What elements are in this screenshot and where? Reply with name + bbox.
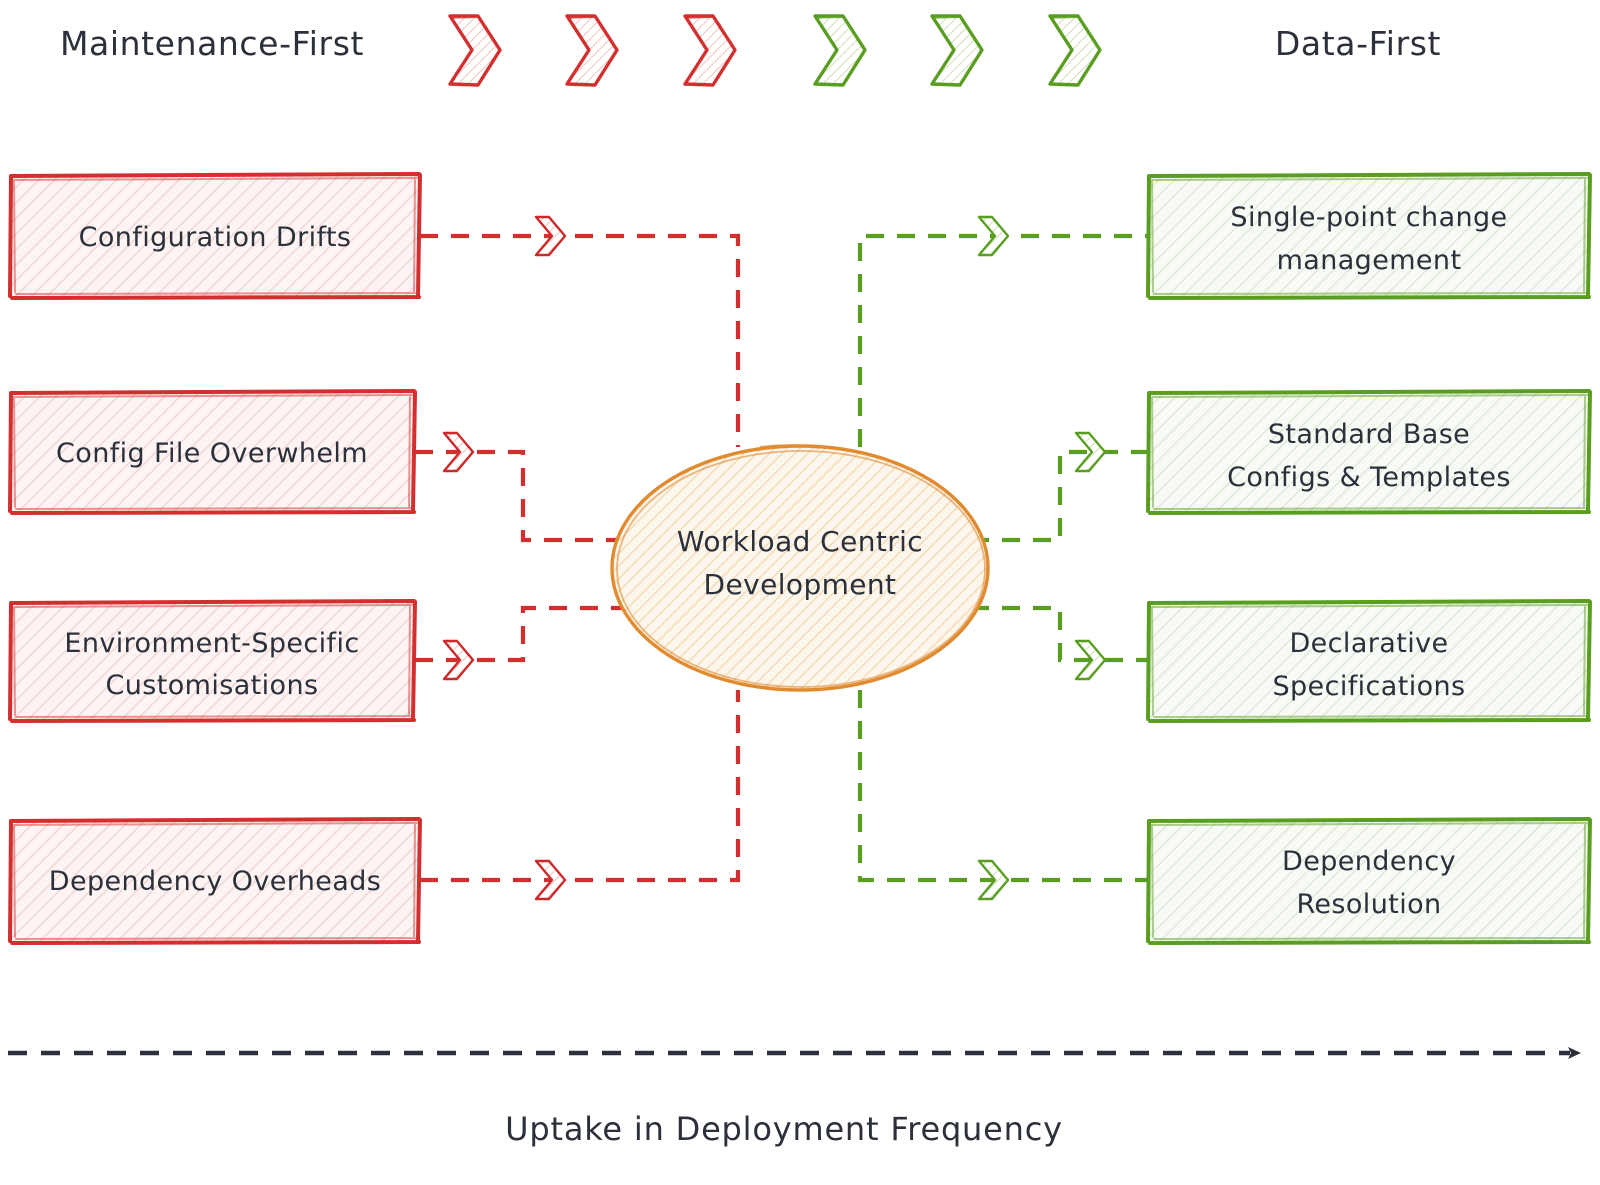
chevron-row: [448, 14, 1102, 87]
problem-box-dependency-overheads[interactable]: Dependency Overheads: [8, 817, 422, 945]
arrowhead-standard-base-configs-templates: [1074, 431, 1107, 473]
solution-box-standard-base-configs-templates[interactable]: Standard Base Configs & Templates: [1146, 389, 1592, 515]
connector-single-point-change-management: [857, 233, 1148, 447]
connector-configuration-drifts: [420, 233, 741, 447]
solution-label-3b: Specifications: [1272, 671, 1465, 702]
arrowhead-config-file-overwhelm: [442, 431, 475, 473]
connector-config-file-overwhelm: [415, 449, 660, 543]
solution-label-2a: Standard Base: [1268, 419, 1470, 450]
solution-label-2b: Configs & Templates: [1227, 462, 1511, 493]
solution-label-3a: Declarative: [1289, 628, 1448, 659]
arrowhead-dependency-overheads: [534, 859, 567, 901]
solution-label-1b: management: [1277, 245, 1462, 276]
green-connector-arrowheads: [977, 215, 1107, 901]
arrowhead-single-point-change-management: [977, 215, 1010, 257]
axis-caption: Uptake in Deployment Frequency: [505, 1110, 1063, 1148]
solution-box-declarative-specifications[interactable]: Declarative Specifications: [1146, 599, 1592, 723]
problem-label-2: Config File Overwhelm: [56, 438, 368, 469]
chevron-4: [813, 14, 867, 87]
chevron-2: [565, 14, 619, 87]
arrowhead-environment-specific-customisations: [442, 639, 475, 681]
center-label-line2: Development: [704, 568, 897, 601]
center-label-line1: Workload Centric: [677, 525, 923, 558]
connector-dependency-resolution: [857, 690, 1148, 883]
problem-label-1: Configuration Drifts: [79, 222, 352, 253]
chevron-6: [1048, 14, 1102, 87]
uptake-axis: Uptake in Deployment Frequency: [8, 1047, 1581, 1148]
problem-box-environment-specific-customisations[interactable]: Environment-Specific Customisations: [8, 599, 417, 723]
center-node-workload-centric-development[interactable]: Workload Centric Development: [610, 444, 990, 692]
problem-label-3b: Customisations: [106, 670, 319, 701]
problem-box-config-file-overwhelm[interactable]: Config File Overwhelm: [8, 389, 417, 515]
arrowhead-configuration-drifts: [534, 215, 567, 257]
chevron-3: [683, 14, 737, 87]
header-left-label: Maintenance-First: [60, 24, 364, 63]
connector-environment-specific-customisations: [415, 605, 660, 663]
solution-box-dependency-resolution[interactable]: Dependency Resolution: [1146, 817, 1592, 945]
red-connector-arrowheads: [442, 215, 567, 901]
problem-label-4: Dependency Overheads: [49, 866, 381, 897]
chevron-1: [448, 14, 502, 87]
chevron-5: [930, 14, 984, 87]
problem-box-configuration-drifts[interactable]: Configuration Drifts: [8, 172, 422, 300]
problem-label-3a: Environment-Specific: [64, 628, 359, 659]
solution-label-1a: Single-point change: [1230, 202, 1507, 233]
header-right-label: Data-First: [1275, 24, 1441, 63]
solution-box-single-point-change-management[interactable]: Single-point change management: [1146, 172, 1592, 300]
solution-label-4b: Resolution: [1296, 889, 1441, 920]
red-connectors: [415, 233, 741, 883]
arrowhead-declarative-specifications: [1074, 639, 1107, 681]
arrowhead-dependency-resolution: [977, 859, 1010, 901]
connector-dependency-overheads: [420, 690, 741, 883]
solution-label-4a: Dependency: [1282, 846, 1456, 877]
